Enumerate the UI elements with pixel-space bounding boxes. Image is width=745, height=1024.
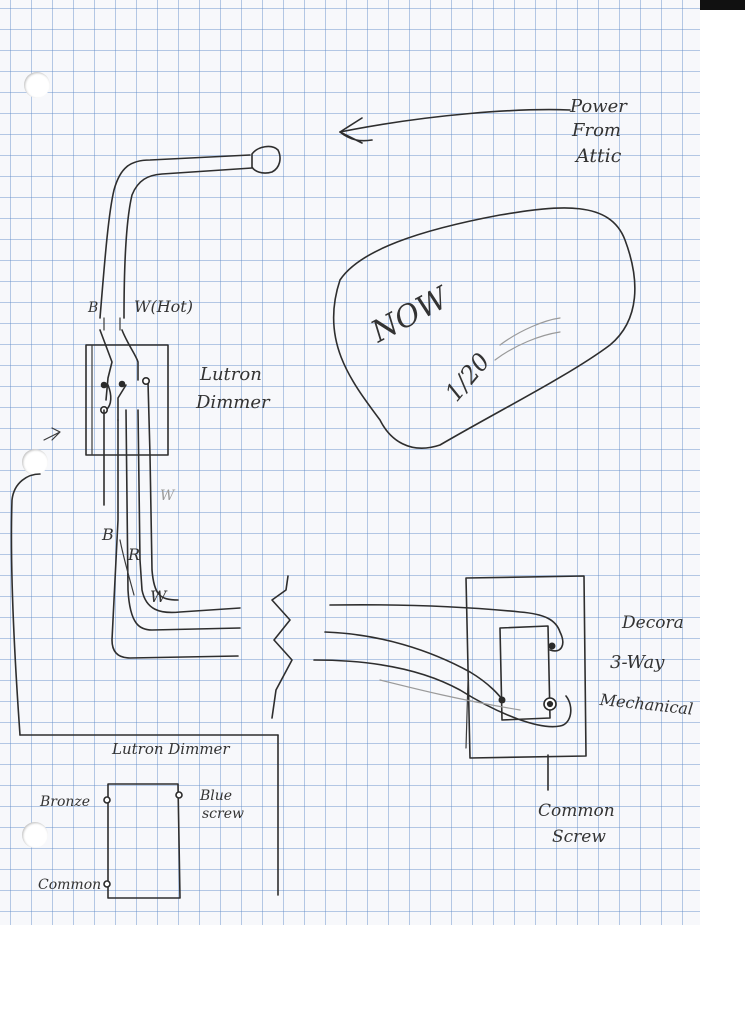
wire-nut-cap — [251, 145, 281, 174]
break-mark-left — [271, 575, 293, 719]
legend-dimmer-box — [107, 783, 181, 899]
wire-label-white-mid: W — [160, 488, 176, 504]
attic-cable — [99, 154, 253, 331]
wire-label-red: R — [127, 545, 140, 564]
power-arrow — [339, 108, 571, 144]
graph-paper — [0, 0, 700, 925]
wire-label-black-top: B — [87, 300, 98, 316]
dimmer-terminal-2 — [118, 380, 126, 388]
now-label: NOW — [365, 280, 456, 351]
legend-blue-terminal — [175, 791, 183, 799]
binder-hole-middle — [22, 449, 48, 475]
decora-label-line1: Decora — [621, 613, 684, 633]
wire-label-white-hot: W(Hot) — [134, 297, 193, 316]
legend-bronze-label: Bronze — [39, 794, 90, 810]
wire-label-white-low: W — [150, 587, 168, 606]
decora-label-line2: 3-Way — [610, 652, 665, 673]
legend-blue-label-line2: screw — [202, 806, 244, 822]
decora-terminal-top — [548, 642, 556, 650]
legend-title: Lutron Dimmer — [111, 740, 230, 758]
legend-common-label: Common — [38, 877, 101, 893]
legend — [103, 783, 183, 899]
scanner-edge — [700, 0, 745, 10]
dimmer-label-line1: Lutron — [199, 364, 262, 385]
dimmer-box — [85, 329, 169, 456]
now-ratio-label: 1/20 — [439, 348, 495, 407]
decora-box — [313, 575, 587, 791]
common-screw-line1: Common — [538, 801, 615, 821]
legend-bronze-terminal — [103, 796, 111, 804]
dimmer-terminal-1 — [100, 381, 108, 389]
decora-terminals — [498, 642, 557, 711]
now-note-bubble — [332, 207, 636, 449]
power-label-line2: From — [571, 120, 621, 141]
left-return-wire — [10, 427, 279, 896]
decora-terminal-left — [498, 696, 506, 704]
wire-label-black-low: B — [101, 525, 114, 544]
dimmer-label-line2: Dimmer — [195, 392, 271, 413]
legend-blue-label-line1: Blue — [199, 788, 232, 804]
power-label-line3: Attic — [574, 145, 622, 167]
binder-hole-top — [24, 72, 50, 98]
dimmer-output-wires — [103, 409, 241, 659]
legend-common-terminal — [103, 880, 111, 888]
decora-label-line3: Mechanical — [598, 690, 694, 719]
binder-hole-bottom — [22, 822, 48, 848]
dimmer-terminal-3 — [142, 376, 151, 385]
common-screw-line2: Screw — [552, 827, 606, 847]
power-label-line1: Power — [569, 96, 628, 117]
dimmer-terminals — [100, 376, 151, 414]
